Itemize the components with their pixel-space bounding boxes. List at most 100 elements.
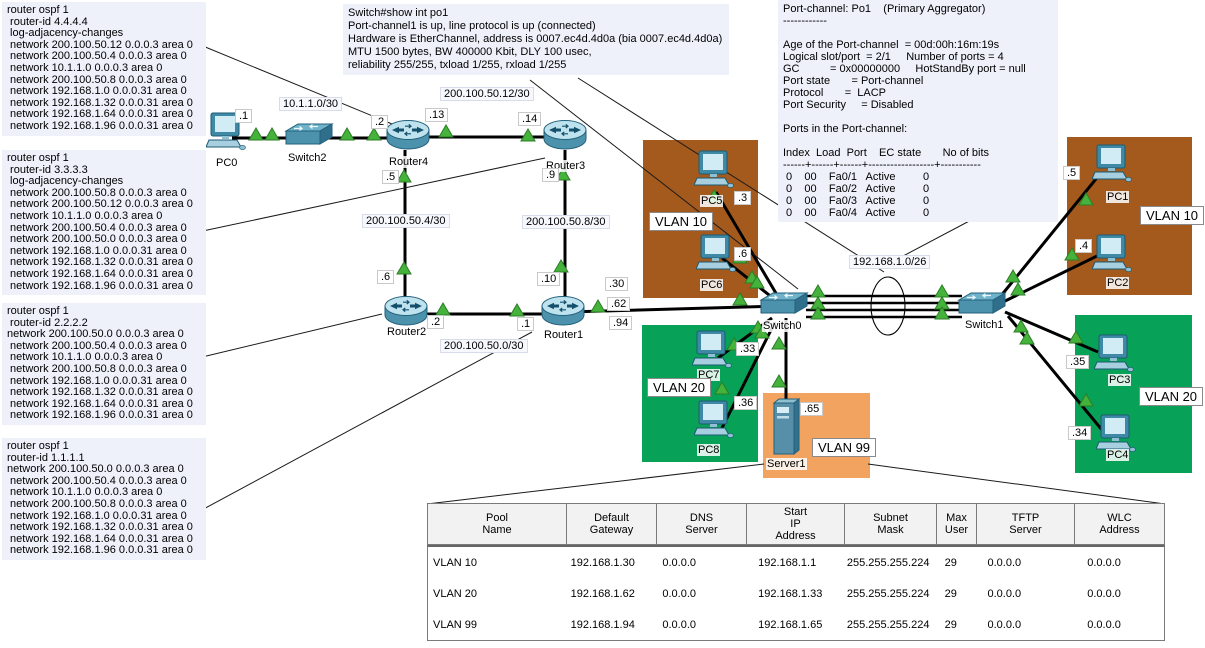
note-line: router ospf 1 [7, 152, 69, 164]
callout-line [577, 77, 885, 273]
device-pc7[interactable] [691, 330, 732, 375]
table-cell: 0.0.0.0 [662, 618, 696, 631]
note-line: network 10.1.1.0 0.0.0.3 area 0 [7, 351, 163, 364]
device-pc5[interactable] [693, 150, 734, 195]
table-header-cell: Max User [937, 503, 977, 545]
device-label-pc2: PC2 [1106, 277, 1130, 289]
device-switch2[interactable] [284, 122, 334, 155]
link-status-arrow-icon [396, 169, 412, 183]
note-line: Port state = Port-channel [783, 75, 924, 87]
note-line: network 200.100.50.8 0.0.0.3 area 0 [7, 362, 187, 375]
ethernet-link[interactable] [720, 321, 777, 429]
note-line: network 200.100.50.0 0.0.0.3 area 0 [7, 233, 187, 246]
note-line: network 192.168.1.0 0.0.0.31 area 0 [7, 509, 187, 522]
device-label-pc6: PC6 [700, 279, 724, 291]
device-router3[interactable] [542, 118, 588, 157]
device-switch1[interactable] [957, 291, 1007, 324]
port-ip-label: .94 [610, 317, 632, 329]
port-ip-label: .3 [735, 192, 751, 204]
switch-icon [759, 292, 809, 314]
device-label-pc1: PC1 [1106, 191, 1130, 203]
note-line: network 200.100.50.12 0.0.0.3 area 0 [7, 38, 193, 51]
table-cell: 0.0.0.0 [662, 587, 696, 600]
device-pc4[interactable] [1095, 414, 1136, 459]
note-line: router-id 1.1.1.1 [7, 451, 85, 464]
device-router1[interactable] [540, 294, 586, 333]
note-line: ------+------+------+------------------+… [783, 159, 981, 171]
note-line: 0 00 Fa0/2 Active 0 [783, 183, 930, 195]
callout-line [197, 313, 383, 359]
port-ip-label: .1 [518, 318, 534, 330]
router-icon [384, 296, 428, 326]
table-cell: 255.255.255.224 [846, 556, 930, 569]
port-ip-label: .2 [372, 116, 388, 128]
note-line: Port-channel1 is up, line protocol is up… [348, 20, 596, 32]
subnet-label: 200.100.50.8/30 [523, 216, 609, 228]
pc-icon [1091, 144, 1132, 182]
link-status-arrow-icon [1010, 282, 1026, 296]
device-switch0[interactable] [759, 291, 809, 324]
note-ospf-router4[interactable]: router ospf 1 router-id 4.4.4.4 log-adja… [2, 2, 206, 136]
ethernet-link[interactable] [714, 191, 782, 301]
note-line: network 200.100.50.4 0.0.0.3 area 0 [7, 221, 187, 234]
device-label-server1: Server1 [766, 458, 807, 470]
table-cell: 0.0.0.0 [1087, 618, 1121, 631]
note-ospf-router3[interactable]: router ospf 1 router-id 3.3.3.3 log-adja… [2, 150, 206, 296]
note-line: Index Load Port EC state No of bits [783, 147, 990, 159]
note-line: network 192.168.1.64 0.0.0.31 area 0 [7, 532, 193, 545]
callout-line [197, 43, 393, 125]
note-line: 0 00 Fa0/3 Active 0 [783, 195, 930, 207]
note-port-channel-detail[interactable]: Port-channel: Po1 (Primary Aggregator) --… [778, 0, 1058, 222]
port-ip-label: .34 [1069, 427, 1091, 439]
device-pc6[interactable] [695, 234, 736, 279]
table-cell: 192.168.1.94 [570, 618, 635, 631]
note-line: router-id 3.3.3.3 [7, 163, 88, 176]
device-server1[interactable] [770, 397, 802, 463]
link-status-arrow-icon [810, 284, 826, 298]
table-cell: 0.0.0.0 [1087, 556, 1121, 569]
note-line: network 192.168.1.96 0.0.0.31 area 0 [7, 119, 193, 132]
callout-line [529, 79, 799, 290]
table-header-cell: DNS Server [657, 503, 747, 545]
note-line: MTU 1500 bytes, BW 400000 Kbit, DLY 100 … [348, 46, 592, 58]
link-status-arrow-icon [714, 381, 730, 395]
note-line: network 200.100.50.4 0.0.0.3 area 0 [7, 474, 187, 487]
device-pc2[interactable] [1091, 234, 1132, 279]
table-cell: 192.168.1.1 [758, 556, 817, 569]
ethernet-link[interactable] [1004, 310, 1099, 354]
ethernet-link[interactable] [1006, 315, 1104, 431]
pc-icon [1095, 414, 1136, 452]
port-ip-label: .13 [426, 109, 448, 121]
note-line: Logical slot/port = 2/1 Number of ports … [783, 51, 1004, 63]
device-pc3[interactable] [1093, 334, 1134, 379]
note-line: network 192.168.1.32 0.0.0.31 area 0 [7, 521, 193, 534]
device-pc8[interactable] [693, 400, 734, 445]
device-pc0[interactable] [205, 112, 246, 157]
device-label-switch0: Switch0 [762, 320, 803, 332]
device-pc1[interactable] [1091, 144, 1132, 189]
port-ip-label: .33 [737, 343, 759, 355]
link-status-arrow-icon [396, 261, 412, 275]
table-cell: 192.168.1.30 [570, 556, 635, 569]
switch-icon [284, 123, 334, 145]
note-line: network 10.1.1.0 0.0.0.3 area 0 [7, 486, 163, 499]
note-line: Port-channel: Po1 (Primary Aggregator) [783, 3, 986, 15]
device-label-pc5: PC5 [700, 195, 724, 207]
table-header-cell: Default Gateway [567, 503, 657, 545]
note-line: network 192.168.1.96 0.0.0.31 area 0 [7, 279, 193, 292]
table-cell: VLAN 20 [433, 587, 478, 600]
note-line: log-adjacency-changes [7, 175, 124, 188]
device-router2[interactable] [383, 294, 429, 333]
link-status-arrow-icon [1068, 330, 1084, 344]
vlan-label: VLAN 20 [1139, 387, 1204, 406]
note-line: network 10.1.1.0 0.0.0.3 area 0 [7, 209, 163, 222]
device-router4[interactable] [385, 118, 431, 157]
pc-icon [1091, 234, 1132, 272]
note-line: network 192.168.1.96 0.0.0.31 area 0 [7, 409, 193, 422]
